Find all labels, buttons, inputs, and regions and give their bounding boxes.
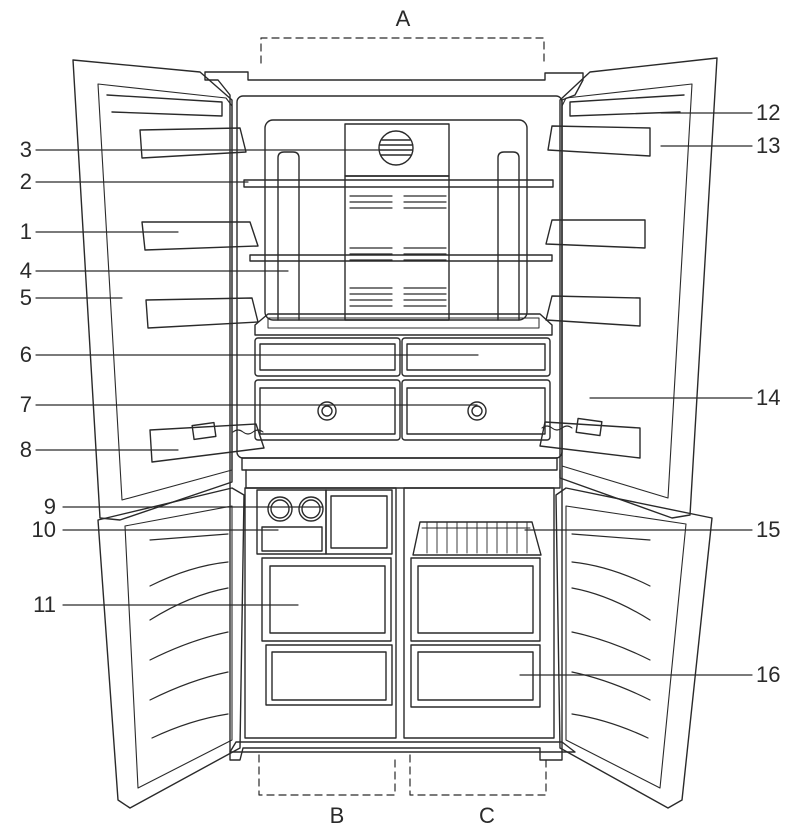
part-label-9: 9 bbox=[43, 494, 56, 519]
left-bottle-holder bbox=[191, 421, 217, 441]
right-bin-2 bbox=[545, 219, 646, 249]
zone-b-bracket bbox=[258, 754, 396, 796]
freezer-drawer-left-lower bbox=[265, 644, 393, 706]
cabinet bbox=[204, 71, 584, 761]
left-fridge-door bbox=[72, 59, 265, 521]
freezer-left-cavity bbox=[244, 487, 397, 739]
right-fridge-door bbox=[539, 57, 718, 519]
left-bin-top bbox=[139, 127, 247, 159]
leader-lines bbox=[35, 112, 753, 676]
middle-shelf bbox=[249, 254, 553, 262]
cabinet-outline bbox=[204, 71, 584, 761]
center-divider bbox=[241, 457, 561, 489]
upper-shelf bbox=[243, 179, 554, 188]
freezer-drawer-right-upper bbox=[410, 557, 541, 642]
zone-a-bracket bbox=[260, 37, 545, 64]
left-bin-3 bbox=[145, 297, 259, 329]
part-label-12: 12 bbox=[756, 100, 781, 125]
part-label-5: 5 bbox=[19, 285, 32, 310]
part-label-2: 2 bbox=[19, 169, 32, 194]
part-label-15: 15 bbox=[756, 517, 781, 542]
freezer-left bbox=[244, 487, 397, 739]
right-bin-top bbox=[547, 125, 651, 157]
zone-outlines bbox=[258, 37, 547, 796]
right-freezer-door bbox=[555, 487, 713, 809]
wire-basket bbox=[412, 521, 542, 556]
part-label-11: 11 bbox=[33, 592, 56, 617]
part-label-3: 3 bbox=[19, 137, 32, 162]
right-freezer-door-outer bbox=[555, 487, 713, 809]
zone-c-bracket bbox=[409, 754, 547, 796]
freezer-drawer-right-lower bbox=[410, 644, 541, 708]
left-door-outer bbox=[72, 59, 233, 521]
part-label-10: 10 bbox=[31, 517, 56, 542]
glass-shelves bbox=[243, 179, 554, 336]
ice-tray bbox=[261, 526, 323, 552]
freezer-right-cavity bbox=[403, 487, 555, 739]
part-label-8: 8 bbox=[19, 437, 32, 462]
freezer-right bbox=[403, 487, 555, 739]
fan-vent bbox=[378, 130, 414, 166]
rear-panel bbox=[344, 175, 450, 321]
zone-label-a: A bbox=[395, 6, 411, 31]
chiller-drawers bbox=[254, 337, 551, 441]
right-bin-4 bbox=[539, 421, 641, 459]
part-label-6: 6 bbox=[19, 342, 32, 367]
lower-shelf bbox=[254, 313, 553, 336]
part-label-7: 7 bbox=[19, 392, 32, 417]
plinth bbox=[229, 741, 576, 753]
shelf-supports bbox=[277, 151, 520, 321]
right-bin-3 bbox=[545, 295, 641, 327]
right-bottle-holder bbox=[575, 417, 603, 437]
left-bin-2 bbox=[141, 221, 259, 251]
part-label-13: 13 bbox=[756, 133, 781, 158]
left-freezer-door-outer bbox=[97, 487, 245, 809]
zone-label-b: B bbox=[329, 803, 345, 826]
right-door-outer bbox=[559, 57, 718, 519]
left-freezer-door bbox=[97, 487, 245, 809]
part-label-14: 14 bbox=[756, 385, 781, 410]
zone-label-c: C bbox=[479, 803, 495, 826]
freezer-drawer-left-upper bbox=[261, 557, 392, 642]
part-label-4: 4 bbox=[19, 258, 32, 283]
part-label-1: 1 bbox=[19, 219, 32, 244]
left-bin-4 bbox=[149, 423, 265, 463]
rear-vents bbox=[349, 195, 447, 307]
part-label-16: 16 bbox=[756, 662, 781, 687]
